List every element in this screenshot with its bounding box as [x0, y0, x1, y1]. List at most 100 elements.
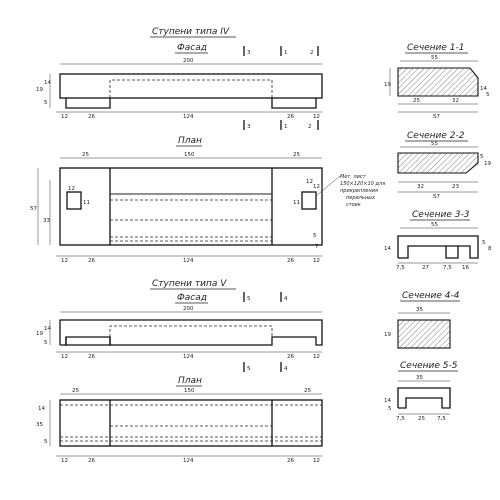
- dim-label: 26: [287, 258, 294, 264]
- dim-label: 14: [44, 80, 51, 86]
- section-5-5: Сечение 5-5 35 14 5 7,5 25 7,5: [384, 361, 458, 422]
- section-2-2: Сечение 2-2 55 19 5 32 23 57: [397, 131, 491, 200]
- dim-label: 32: [417, 184, 424, 190]
- dim-label: 16: [462, 265, 469, 271]
- dim-label: 12: [313, 354, 320, 360]
- dim-label: 124: [183, 114, 194, 120]
- type-iv-group: Ступени типа IV Фасад 3 1 2 3 1 2 200: [30, 27, 385, 264]
- section-label: Сечение 1-1: [407, 43, 465, 53]
- dim-label: 25: [413, 98, 420, 104]
- note-line: стоек: [346, 202, 361, 208]
- dim-label: 12: [313, 258, 320, 264]
- dim-label: 7,5: [443, 265, 452, 271]
- section-mark: 3: [247, 124, 251, 130]
- dim-label: 27: [422, 265, 429, 271]
- section-mark: 4: [284, 296, 288, 302]
- section-mark: 5: [247, 366, 251, 372]
- dim-label: 124: [183, 458, 194, 464]
- type-iv-plan-label: План: [178, 136, 202, 146]
- dim-label: 26: [88, 258, 95, 264]
- dim-label: 14: [384, 398, 391, 404]
- dim-label: 7: [315, 244, 319, 250]
- dim-label: 19: [36, 87, 43, 93]
- note-line: прикрепления: [340, 188, 378, 194]
- dim-label: 14: [384, 246, 391, 252]
- dim-label: 25: [72, 388, 79, 394]
- dim-label: 55: [431, 55, 438, 61]
- dim-label: 14: [480, 86, 487, 92]
- section-mark: 2: [308, 124, 312, 130]
- section-mark: 2: [310, 50, 314, 56]
- dim-label: 11: [83, 200, 90, 206]
- dim-label: 35: [416, 307, 423, 313]
- dim-label: 26: [287, 354, 294, 360]
- dim-label: 7,5: [396, 265, 405, 271]
- type-iv-section-marks: 3 1 2 3 1 2: [243, 46, 319, 130]
- dim-label: 35: [416, 375, 423, 381]
- dim-label: 25: [304, 388, 311, 394]
- section-label: Сечение 4-4: [402, 291, 460, 301]
- dim-label: 26: [287, 114, 294, 120]
- dim-label: 12: [61, 354, 68, 360]
- dim-label: 14: [44, 326, 51, 332]
- dim-label: 14: [38, 406, 45, 412]
- dim-label: 33: [43, 218, 50, 224]
- section-1-1: Сечение 1-1 55 19 25 32 57 14 5: [384, 43, 490, 120]
- dim-label: 32: [452, 98, 459, 104]
- section-mark: 5: [247, 296, 251, 302]
- dim-label: 124: [183, 258, 194, 264]
- dim-label: 57: [433, 114, 440, 120]
- dim-label: 12: [61, 258, 68, 264]
- dim-label: 26: [88, 354, 95, 360]
- dim-label: 35: [36, 422, 43, 428]
- dim-label: 150: [184, 388, 195, 394]
- type-v-section-marks: 5 4 5 4: [243, 292, 288, 372]
- type-v-plan-label: План: [178, 376, 202, 386]
- type-v-title: Ступени типа V: [152, 279, 227, 289]
- section-mark: 4: [284, 366, 288, 372]
- dim-label: 5: [480, 154, 484, 160]
- dim-label: 12: [313, 184, 320, 190]
- dim-label: 12: [68, 186, 75, 192]
- dim-label: 26: [287, 458, 294, 464]
- dim-label: 5: [44, 439, 48, 445]
- dim-label: 57: [30, 206, 37, 212]
- dim-label: 19: [384, 82, 391, 88]
- type-iv-facade-label: Фасад: [177, 43, 207, 53]
- dim-label: 26: [88, 458, 95, 464]
- dim-label: 5: [388, 406, 392, 412]
- dim-label: 7,5: [437, 416, 446, 422]
- dim-label: 19: [36, 331, 43, 337]
- dim-label: 12: [306, 179, 313, 185]
- type-iv-plan-drawing: 25 150 25 57 33 12 26 124 26 12 12 11: [30, 152, 323, 264]
- section-label: Сечение 3-3: [412, 210, 470, 220]
- section-3-3: Сечение 3-3 55 14 5 8 7,5 27 7,5 16: [384, 210, 492, 271]
- dim-label: 5: [44, 100, 48, 106]
- dim-label: 55: [431, 141, 438, 147]
- dim-label: 19: [384, 332, 391, 338]
- dim-label: 25: [82, 152, 89, 158]
- section-mark: 3: [247, 50, 251, 56]
- dim-label: 5: [44, 340, 48, 346]
- note-line: Мет. лист: [340, 174, 367, 180]
- dim-label: 25: [293, 152, 300, 158]
- type-v-facade-drawing: 200 19 14 5 12 26 124 26 12: [36, 306, 323, 360]
- section-label: Сечение 5-5: [400, 361, 458, 371]
- type-v-group: Ступени типа V Фасад 5 4 5 4 200 19 14 5…: [36, 279, 323, 464]
- dim-label: 200: [183, 58, 194, 64]
- dim-label: 11: [293, 200, 300, 206]
- type-v-facade-label: Фасад: [177, 293, 207, 303]
- section-4-4: Сечение 4-4 35 19: [384, 291, 460, 349]
- dim-label: 12: [61, 458, 68, 464]
- section-label: Сечение 2-2: [407, 131, 465, 141]
- dim-label: 7,5: [396, 416, 405, 422]
- dim-label: 5: [486, 92, 490, 98]
- type-v-plan-drawing: 25 150 25 14 35 5 12 26 124 26 12: [36, 388, 323, 464]
- dim-label: 200: [183, 306, 194, 312]
- dim-label: 5: [482, 240, 486, 246]
- note-line: 150×120×10 для: [340, 181, 385, 187]
- dim-label: 19: [484, 161, 491, 167]
- dim-label: 26: [88, 114, 95, 120]
- type-iv-plate-note: Мет. лист 150×120×10 для прикрепления пе…: [315, 174, 385, 208]
